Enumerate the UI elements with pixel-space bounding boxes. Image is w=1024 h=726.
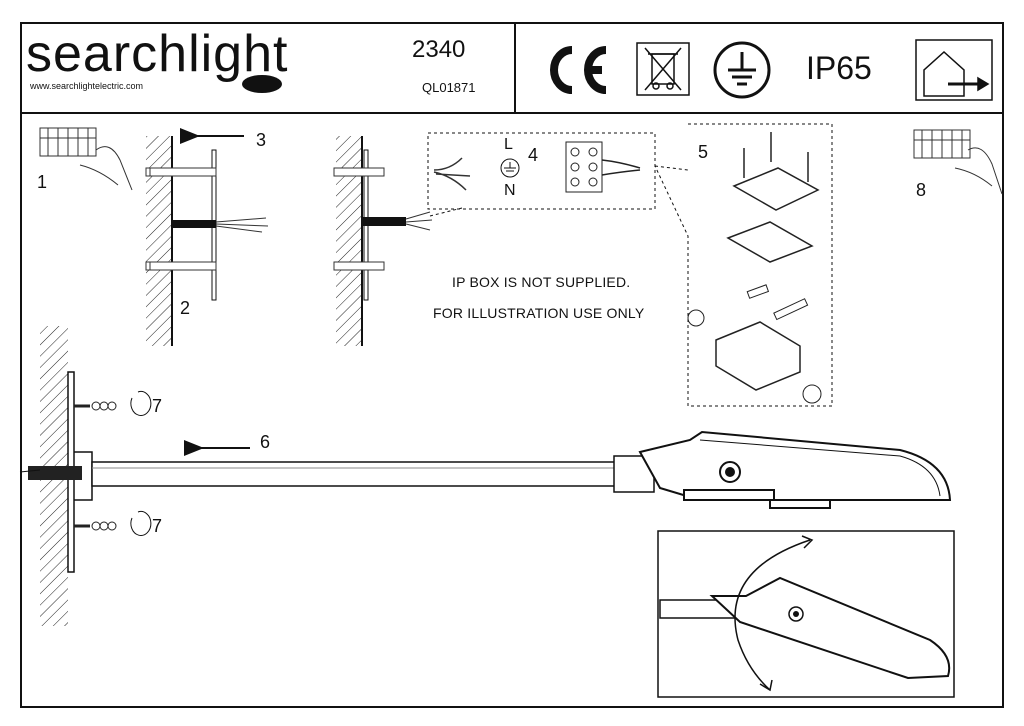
step-number-8: 8 bbox=[916, 180, 927, 200]
step-number-3: 3 bbox=[256, 130, 267, 150]
ip-rating: IP65 bbox=[806, 50, 872, 86]
luminaire-head bbox=[638, 430, 952, 509]
product-code: 2340 bbox=[412, 36, 466, 63]
ip-box-exploded-view bbox=[654, 123, 833, 407]
weee-bin-icon bbox=[636, 42, 690, 96]
header-divider bbox=[20, 112, 1004, 114]
step-number-2: 2 bbox=[180, 298, 191, 318]
indoor-outdoor-icon bbox=[915, 39, 993, 101]
step-number-7-bottom: 7 bbox=[152, 516, 163, 536]
step-number-1: 1 bbox=[37, 172, 48, 192]
note-ip-box: IP BOX IS NOT SUPPLIED. bbox=[452, 274, 631, 290]
sheet-frame bbox=[20, 22, 1004, 708]
ce-mark-icon bbox=[550, 46, 607, 94]
note-illustration: FOR ILLUSTRATION USE ONLY bbox=[433, 305, 645, 321]
step-number-7-top: 7 bbox=[152, 396, 163, 416]
brand-website: www.searchlightelectric.com bbox=[30, 81, 144, 91]
live-label: L bbox=[504, 136, 513, 153]
logo-dot-icon bbox=[242, 75, 282, 93]
brand-logo-text: searchlight bbox=[26, 25, 289, 83]
header-column-divider bbox=[514, 22, 516, 114]
mounting-wall bbox=[19, 326, 93, 626]
screw-icon bbox=[74, 511, 152, 536]
tilt-detail-inset bbox=[657, 530, 955, 698]
wall-plate-step-4 bbox=[333, 136, 433, 346]
terminal-block-illustration-1 bbox=[39, 127, 133, 191]
screw-icon bbox=[74, 391, 152, 416]
earth-symbol-icon bbox=[500, 158, 520, 178]
street-light-arm bbox=[91, 455, 655, 493]
terminal-block-illustration-8 bbox=[913, 129, 1003, 195]
step-number-5: 5 bbox=[698, 142, 709, 162]
wall-plate-step-2-3 bbox=[145, 136, 269, 346]
reference-code: QL01871 bbox=[422, 80, 476, 95]
step-number-6: 6 bbox=[260, 432, 271, 452]
earth-ground-icon bbox=[713, 41, 771, 99]
wiring-detail-box bbox=[427, 132, 656, 217]
terminal-block-icon bbox=[565, 141, 641, 193]
step-number-4: 4 bbox=[528, 145, 539, 165]
rotation-arrow-icon bbox=[734, 539, 811, 691]
neutral-label: N bbox=[504, 182, 516, 199]
